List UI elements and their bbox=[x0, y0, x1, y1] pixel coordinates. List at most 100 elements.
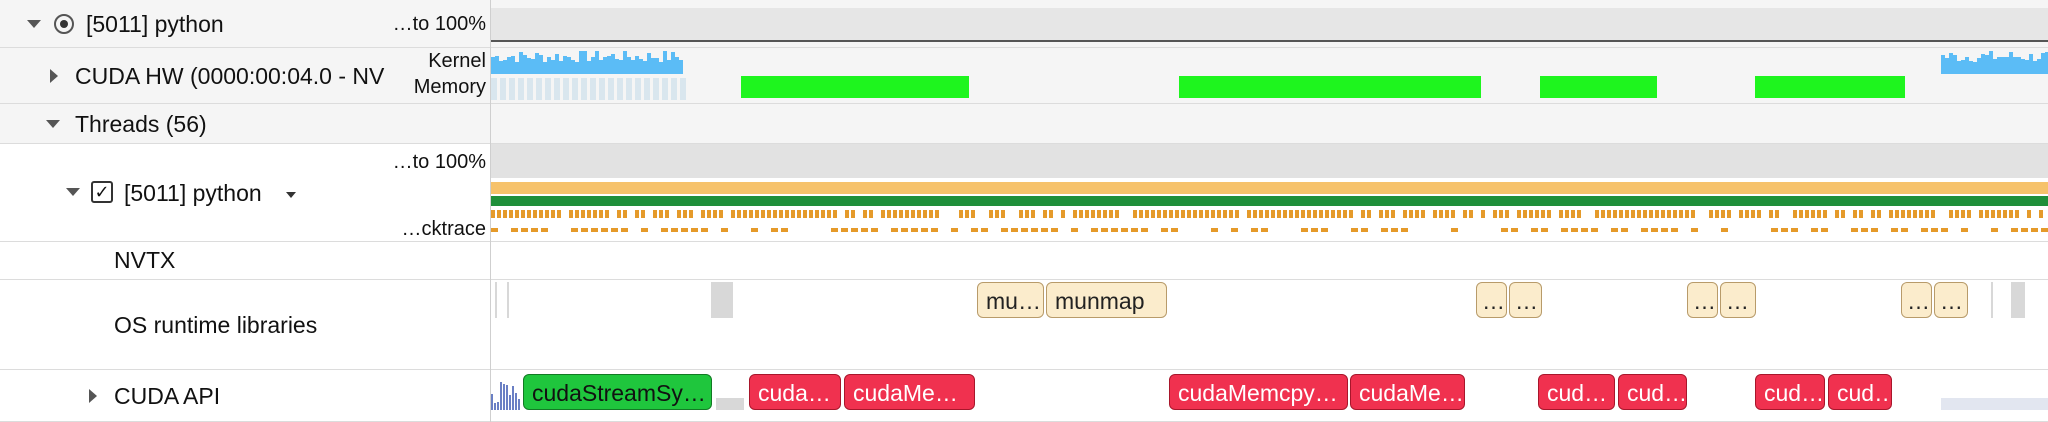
backtrace-sample bbox=[863, 210, 867, 218]
label-row-nvtx bbox=[390, 242, 490, 280]
threads-label: Threads (56) bbox=[75, 111, 207, 137]
cuda-api-call[interactable]: cudaStreamSy… bbox=[523, 374, 712, 410]
process-radio-icon[interactable] bbox=[54, 14, 74, 34]
os-runtime-call[interactable]: … bbox=[1720, 282, 1756, 318]
backtrace-sample bbox=[929, 210, 933, 218]
os-runtime-call[interactable]: … bbox=[1934, 282, 1968, 318]
tree-row-cuda-api[interactable]: CUDA API bbox=[0, 370, 390, 422]
backtrace-sample bbox=[497, 210, 501, 218]
cuda-api-call[interactable]: cuda… bbox=[749, 374, 841, 410]
memory-activity bbox=[509, 78, 515, 100]
threads-track[interactable] bbox=[491, 104, 2048, 144]
memory-activity bbox=[644, 78, 650, 100]
backtrace-sample bbox=[911, 210, 915, 218]
memory-activity bbox=[599, 78, 605, 100]
kernel-activity bbox=[595, 51, 599, 74]
kernel-activity bbox=[611, 54, 615, 74]
cuda-api-call[interactable]: cudaMe… bbox=[844, 374, 975, 410]
thread-cpu-label: …to 100% bbox=[392, 151, 486, 173]
os-runtime-call[interactable]: … bbox=[1687, 282, 1718, 318]
nvtx-track[interactable] bbox=[491, 242, 2048, 280]
expand-caret-icon[interactable] bbox=[27, 20, 41, 28]
cuda-api-tick bbox=[509, 395, 511, 410]
backtrace-sample bbox=[1001, 228, 1008, 232]
cuda-api-call[interactable]: cud… bbox=[1618, 374, 1687, 410]
kernel-activity bbox=[539, 55, 543, 74]
backtrace-sample bbox=[1991, 228, 1998, 232]
memory-activity bbox=[554, 78, 560, 100]
collapse-caret-icon[interactable] bbox=[89, 389, 97, 403]
backtrace-sample bbox=[1051, 228, 1058, 232]
backtrace-sample bbox=[1823, 210, 1827, 218]
backtrace-sample bbox=[665, 210, 669, 218]
backtrace-sample bbox=[1949, 210, 1953, 218]
kernel-activity bbox=[2017, 57, 2021, 74]
cuda-api-call[interactable]: cud… bbox=[1828, 374, 1892, 410]
nvtx-label: NVTX bbox=[114, 247, 176, 273]
backtrace-sample bbox=[719, 210, 723, 218]
cuda-api-tick bbox=[506, 385, 508, 410]
backtrace-sample bbox=[989, 210, 993, 218]
kernel-activity bbox=[527, 58, 531, 74]
backtrace-sample bbox=[995, 210, 999, 218]
os-runtime-track[interactable] bbox=[491, 280, 2048, 370]
tree-row-os-runtime[interactable]: OS runtime libraries bbox=[0, 280, 390, 370]
backtrace-sample bbox=[1529, 210, 1533, 218]
cuda-api-call[interactable]: cud… bbox=[1538, 374, 1615, 410]
tree-row-process[interactable]: [5011] python bbox=[0, 0, 390, 48]
backtrace-sample bbox=[1655, 210, 1659, 218]
backtrace-sample bbox=[1671, 228, 1678, 232]
backtrace-sample bbox=[917, 210, 921, 218]
thread-checkbox[interactable]: ✓ bbox=[91, 181, 113, 203]
backtrace-sample bbox=[1331, 210, 1335, 218]
collapse-caret-icon[interactable] bbox=[50, 69, 58, 83]
memcpy-activity bbox=[1179, 76, 1481, 98]
backtrace-sample bbox=[1307, 210, 1311, 218]
os-runtime-call[interactable]: mu… bbox=[977, 282, 1044, 318]
backtrace-sample bbox=[1877, 210, 1881, 218]
backtrace-sample bbox=[1985, 210, 1989, 218]
expand-caret-icon[interactable] bbox=[66, 188, 80, 196]
backtrace-sample bbox=[491, 210, 495, 218]
label-row-threads bbox=[390, 104, 490, 144]
backtrace-sample bbox=[1361, 228, 1368, 232]
kernel-activity bbox=[1957, 61, 1961, 74]
backtrace-sample bbox=[1469, 210, 1473, 218]
backtrace-sample bbox=[1577, 210, 1581, 218]
backtrace-sample bbox=[881, 210, 885, 218]
backtrace-sample bbox=[911, 228, 918, 232]
cuda-api-call[interactable]: cudaMemcpy… bbox=[1169, 374, 1348, 410]
tree-row-threads[interactable]: Threads (56) bbox=[0, 104, 390, 144]
backtrace-sample bbox=[1115, 210, 1119, 218]
cuda-hw-label: CUDA HW (0000:00:04.0 - NV bbox=[75, 63, 385, 89]
timeline-canvas[interactable]: mu… munmap … … … … … … cudaStreamSy… cud… bbox=[491, 0, 2048, 422]
os-runtime-call[interactable]: munmap bbox=[1046, 282, 1167, 318]
backtrace-sample bbox=[527, 210, 531, 218]
tree-row-nvtx[interactable]: NVTX bbox=[0, 242, 390, 280]
label-row-cuda-hw: Kernel Memory bbox=[390, 48, 490, 104]
os-runtime-call[interactable]: … bbox=[1901, 282, 1932, 318]
backtrace-sample bbox=[1907, 210, 1911, 218]
kernel-activity bbox=[651, 58, 655, 74]
backtrace-sample bbox=[1919, 210, 1923, 218]
thread-track[interactable] bbox=[491, 144, 2048, 242]
os-runtime-call[interactable]: … bbox=[1476, 282, 1507, 318]
kernel-activity bbox=[1949, 53, 1953, 74]
tree-row-cuda-hw[interactable]: CUDA HW (0000:00:04.0 - NV bbox=[0, 48, 390, 104]
backtrace-sample bbox=[617, 210, 621, 218]
backtrace-sample bbox=[737, 210, 741, 218]
backtrace-sample bbox=[833, 210, 837, 218]
backtrace-sample bbox=[751, 228, 758, 232]
backtrace-sample bbox=[1211, 228, 1218, 232]
backtrace-sample bbox=[1991, 210, 1995, 218]
kernel-label: Kernel bbox=[428, 50, 486, 72]
tree-row-thread[interactable]: ✓ [5011] python bbox=[0, 144, 390, 242]
cuda-api-call[interactable]: cudaMe… bbox=[1350, 374, 1465, 410]
cuda-api-call[interactable]: cud… bbox=[1755, 374, 1825, 410]
backtrace-sample bbox=[1621, 228, 1628, 232]
backtrace-sample bbox=[641, 228, 648, 232]
backtrace-sample bbox=[1591, 228, 1598, 232]
os-runtime-call[interactable]: … bbox=[1509, 282, 1542, 318]
thread-dropdown-icon[interactable] bbox=[286, 192, 296, 198]
expand-caret-icon[interactable] bbox=[46, 120, 60, 128]
